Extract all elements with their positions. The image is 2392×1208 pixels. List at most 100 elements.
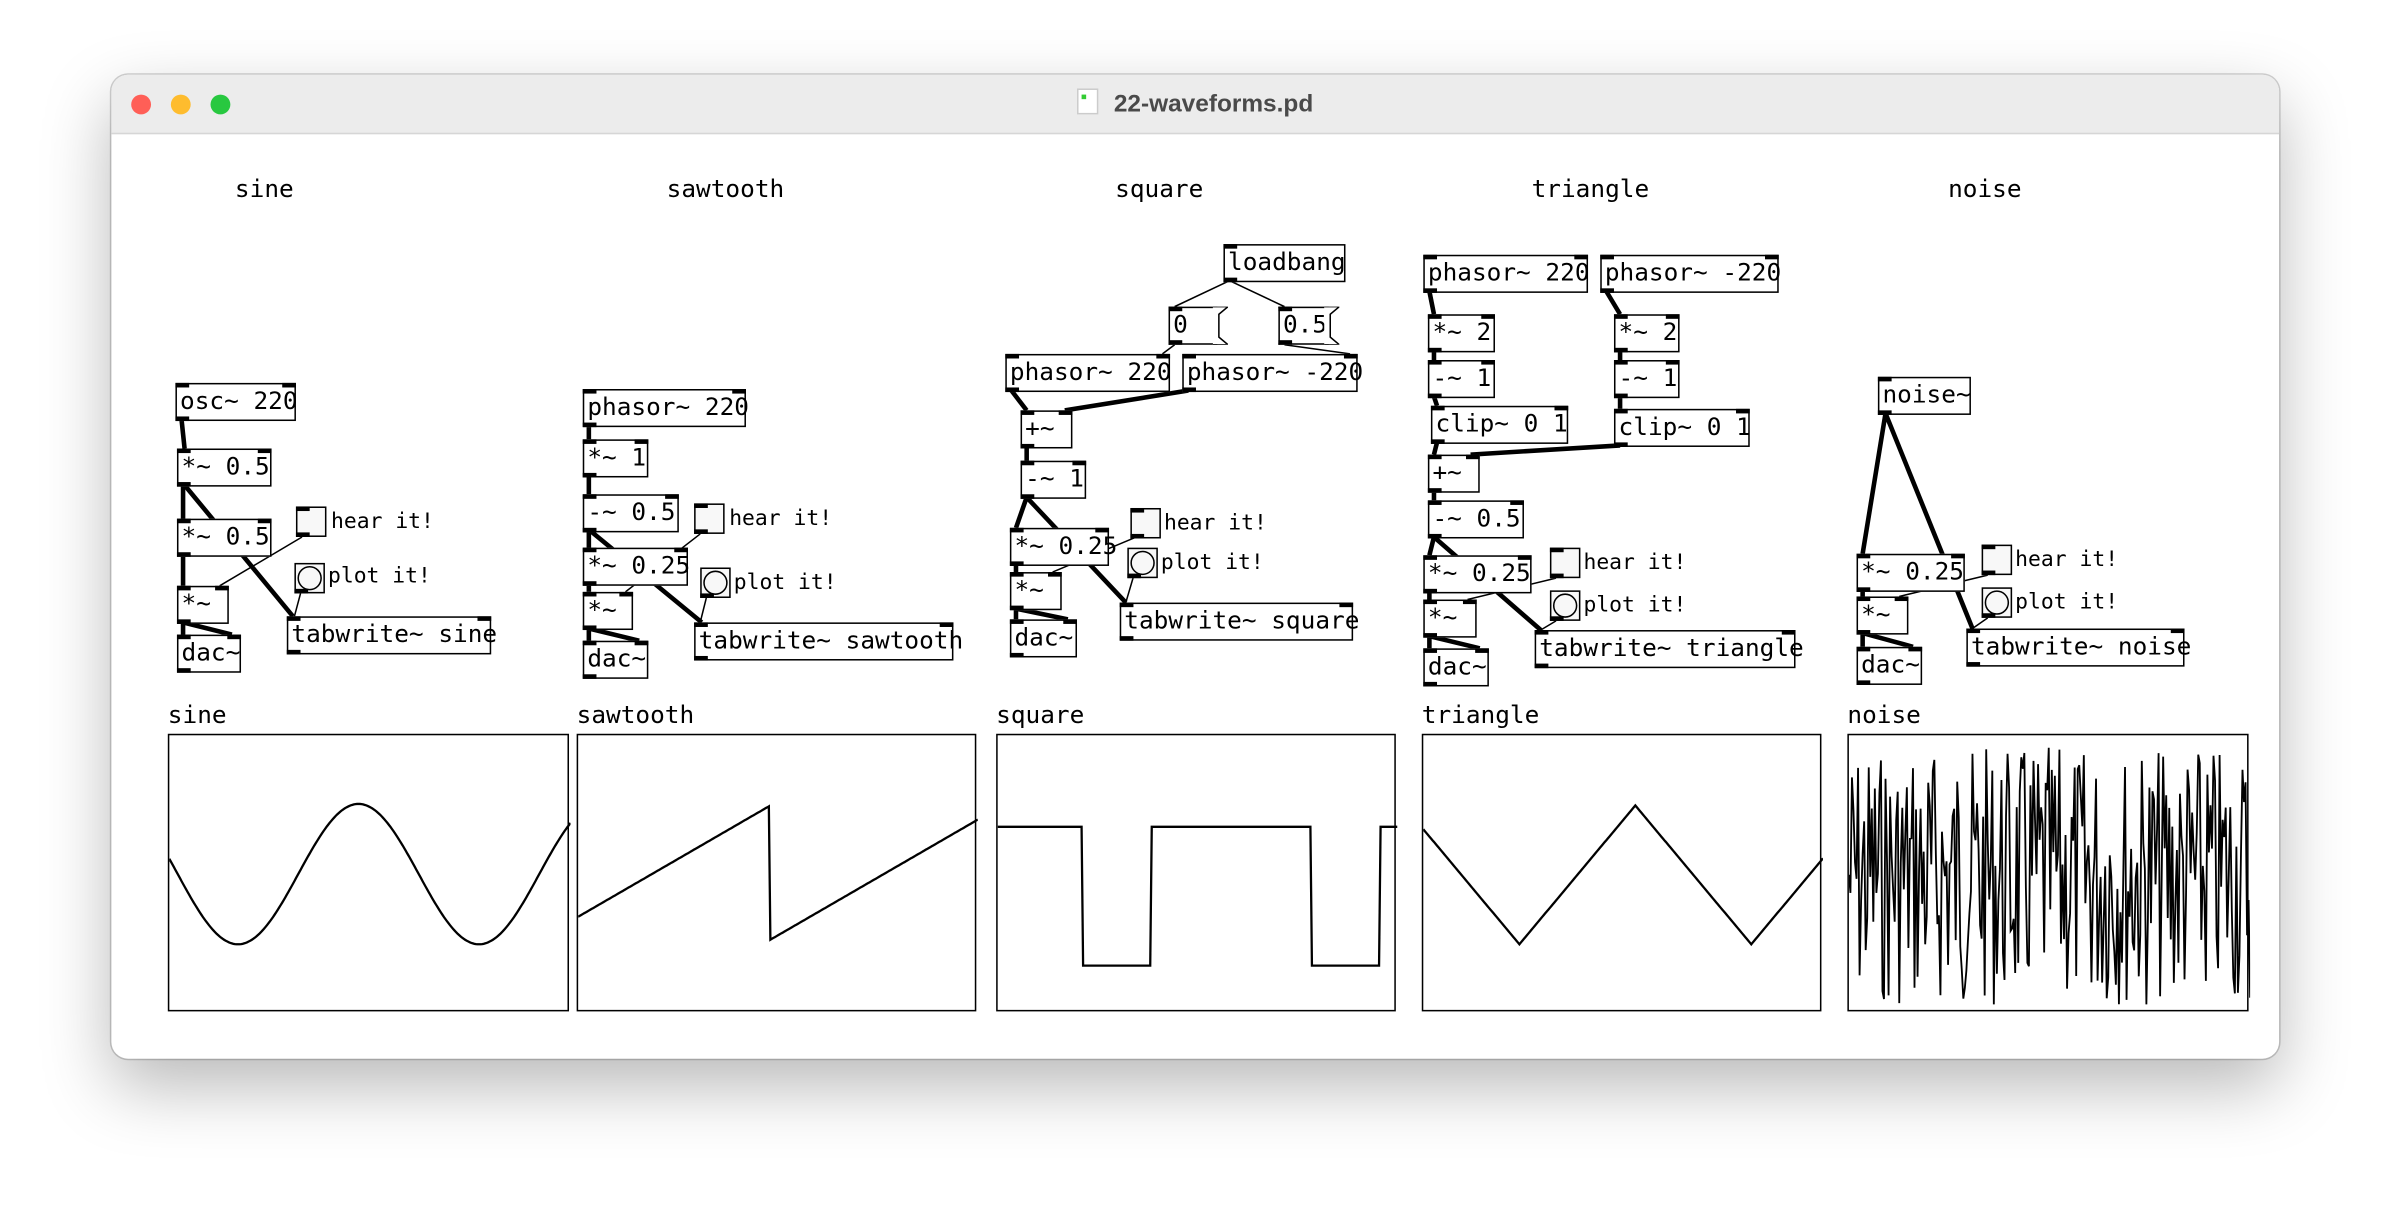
pd-file-icon <box>1077 88 1099 115</box>
tabwrite-object[interactable]: tabwrite~ square <box>1119 602 1359 641</box>
array-graph-noise[interactable] <box>1847 733 2251 1012</box>
multiply-object[interactable]: *~ 0.5 <box>176 448 272 487</box>
object-text: dac~ <box>1861 649 1920 679</box>
multiply-object[interactable]: *~ <box>1856 596 1909 635</box>
add-object[interactable]: +~ <box>1020 410 1073 449</box>
multiply-object[interactable]: *~ 0.25 <box>1423 555 1532 594</box>
window-title: 22-waveforms.pd <box>1113 91 1314 118</box>
hear-toggle[interactable] <box>694 503 725 534</box>
message-box-0-5[interactable]: 0.5 <box>1278 306 1340 345</box>
tabwrite-object[interactable]: tabwrite~ sine <box>286 616 497 655</box>
tabwrite-object[interactable]: tabwrite~ sawtooth <box>694 622 963 661</box>
object-text: *~ 0.5 <box>181 521 270 551</box>
phasor-object[interactable]: phasor~ 220 <box>582 389 749 428</box>
message-box-0[interactable]: 0 <box>1168 306 1229 345</box>
phasor-object[interactable]: phasor~ 220 <box>1005 353 1172 393</box>
plot-label: plot it! <box>1583 593 1687 618</box>
dac-object[interactable]: dac~ <box>582 640 649 679</box>
dac-object[interactable]: dac~ <box>1856 646 1923 685</box>
multiply-object[interactable]: *~ 0.25 <box>582 547 690 586</box>
object-text: *~ <box>181 588 211 618</box>
subtract-object[interactable]: -~ 0.5 <box>582 494 679 533</box>
array-graph-sawtooth[interactable] <box>576 733 978 1012</box>
object-text: noise~ <box>1882 379 1971 409</box>
object-text: -~ 0.5 <box>587 497 676 527</box>
phasor-object[interactable]: phasor~ 220 <box>1423 254 1590 293</box>
phasor-negative-object[interactable]: phasor~ -220 <box>1600 254 1781 293</box>
header-sine: sine <box>234 173 294 203</box>
object-text: -~ 1 <box>1025 463 1084 493</box>
plot-bang[interactable] <box>700 567 731 598</box>
multiply-object[interactable]: *~ <box>1009 572 1062 611</box>
phasor-negative-object[interactable]: phasor~ -220 <box>1182 353 1363 393</box>
close-button[interactable] <box>131 94 152 115</box>
plot-bang[interactable] <box>294 562 325 594</box>
tabwrite-object[interactable]: tabwrite~ triangle <box>1534 630 1804 669</box>
clip-object[interactable]: clip~ 0 1 <box>1430 405 1569 444</box>
dac-object[interactable]: dac~ <box>1423 648 1489 687</box>
waveform-line <box>169 802 571 946</box>
object-text: dac~ <box>1014 622 1074 652</box>
hear-toggle[interactable] <box>295 506 327 537</box>
waveform-line <box>1423 803 1823 947</box>
minimize-button[interactable] <box>170 94 191 115</box>
hear-label: hear it! <box>1163 511 1267 536</box>
subtract-object[interactable]: -~ 0.5 <box>1427 500 1524 539</box>
subtract-object[interactable]: -~ 1 <box>1427 360 1495 399</box>
subtract-object[interactable]: -~ 1 <box>1020 460 1087 499</box>
hear-toggle[interactable] <box>1981 544 2013 576</box>
array-label-sawtooth: sawtooth <box>576 700 695 730</box>
array-graph-square[interactable] <box>996 733 1398 1012</box>
osc-object[interactable]: osc~ 220 <box>175 382 298 422</box>
multiply-object[interactable]: *~ 2 <box>1613 314 1680 353</box>
subtract-object[interactable]: -~ 1 <box>1613 360 1680 399</box>
object-text: dac~ <box>587 643 647 673</box>
clip-object[interactable]: clip~ 0 1 <box>1613 408 1751 447</box>
dac-object[interactable]: dac~ <box>1009 619 1078 658</box>
header-square: square <box>1115 173 1204 203</box>
header-noise: noise <box>1948 173 2022 203</box>
multiply-object[interactable]: *~ 0.25 <box>1009 527 1117 566</box>
array-label-noise: noise <box>1847 700 1921 730</box>
array-label-sine: sine <box>167 700 227 730</box>
plot-bang[interactable] <box>1127 547 1158 579</box>
plot-bang[interactable] <box>1981 587 2013 618</box>
hear-label: hear it! <box>2015 547 2119 573</box>
object-text: tabwrite~ sine <box>291 619 498 649</box>
array-graph-triangle[interactable] <box>1421 733 1823 1012</box>
object-text: *~ <box>1427 602 1458 632</box>
plot-bang[interactable] <box>1549 590 1581 621</box>
noise-object[interactable]: noise~ <box>1877 376 1971 415</box>
zoom-button[interactable] <box>210 94 231 115</box>
loadbang-object[interactable]: loadbang <box>1223 244 1346 283</box>
multiply-object[interactable]: *~ <box>176 585 229 624</box>
plot-label: plot it! <box>2015 590 2119 615</box>
object-text: tabwrite~ triangle <box>1539 633 1804 663</box>
object-text: tabwrite~ sawtooth <box>698 625 964 655</box>
object-text: *~ <box>587 594 617 624</box>
dac-object[interactable]: dac~ <box>176 634 242 673</box>
object-text: loadbang <box>1228 247 1346 277</box>
object-text: phasor~ 220 <box>1427 257 1590 287</box>
multiply-object[interactable]: *~ 2 <box>1427 314 1495 353</box>
multiply-object[interactable]: *~ <box>582 591 634 631</box>
add-object[interactable]: +~ <box>1427 454 1480 493</box>
array-label-triangle: triangle <box>1421 700 1540 730</box>
waveform-line <box>997 825 1398 967</box>
object-text: *~ <box>1861 599 1891 629</box>
multiply-object[interactable]: *~ <box>1423 599 1477 638</box>
object-text: clip~ 0 1 <box>1435 408 1568 438</box>
object-text: +~ <box>1025 413 1055 443</box>
plot-label: plot it! <box>1160 550 1264 576</box>
hear-toggle[interactable] <box>1549 547 1581 579</box>
tabwrite-object[interactable]: tabwrite~ noise <box>1966 628 2191 667</box>
multiply-object[interactable]: *~ 0.5 <box>176 518 272 557</box>
multiply-object[interactable]: *~ 1 <box>582 439 649 478</box>
multiply-object[interactable]: *~ 0.25 <box>1856 553 1965 592</box>
object-text: clip~ 0 1 <box>1618 411 1751 441</box>
object-text: *~ 0.25 <box>1014 530 1118 560</box>
hear-toggle[interactable] <box>1130 507 1161 539</box>
hear-label: hear it! <box>729 506 833 531</box>
array-graph-sine[interactable] <box>167 733 571 1012</box>
